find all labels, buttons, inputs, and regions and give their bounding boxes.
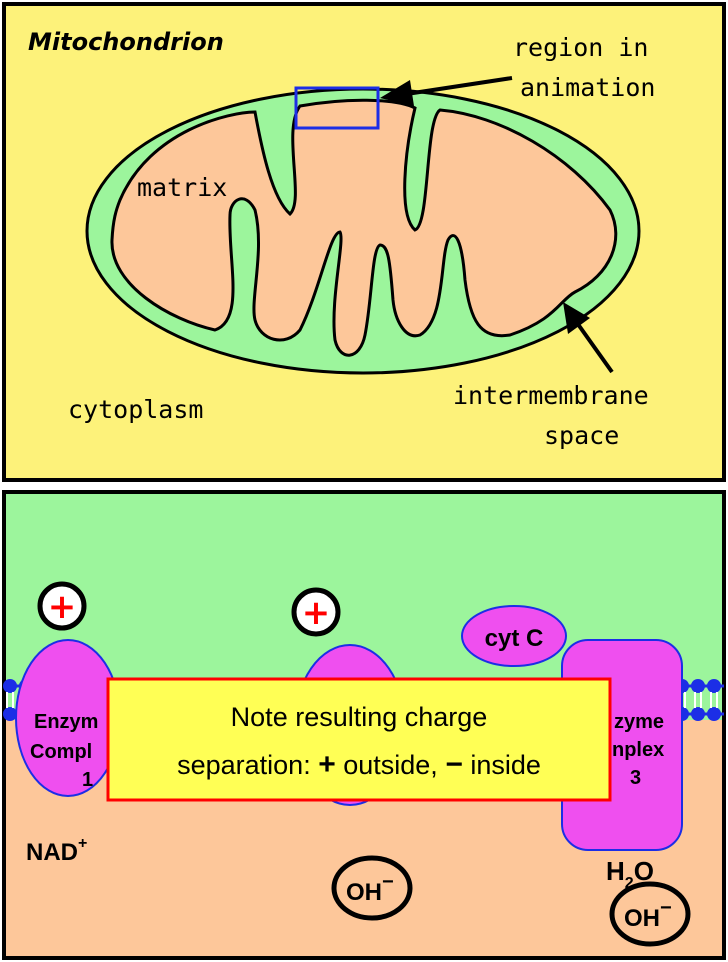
phospholipid-head	[707, 707, 721, 721]
enzyme-3-label-line3: 3	[630, 767, 641, 789]
cytochrome-c-label: cyt C	[485, 625, 544, 652]
phospholipid-head	[691, 679, 705, 693]
matrix-label: matrix	[137, 173, 227, 202]
enzyme-1-label-line2: Compl	[30, 741, 92, 763]
region-label-line2: animation	[520, 73, 655, 102]
note-box	[108, 679, 610, 800]
charge-separation-note: Note resulting charge separation: + outs…	[108, 679, 610, 800]
membrane-animation-panel: cyt C Enzym Compl 1 zyme nplex 3 + + NAD…	[3, 492, 724, 958]
region-label-line1: region in	[513, 33, 648, 62]
enzyme-3-label-line2: nplex	[612, 739, 664, 761]
panel-title: Mitochondrion	[28, 28, 224, 56]
cytoplasm-label: cytoplasm	[68, 395, 203, 424]
note-line-2: separation: + outside, − inside	[177, 748, 541, 781]
mitochondrion-panel: Mitochondrion region in animation matrix…	[4, 4, 724, 480]
proton-1: +	[40, 584, 84, 628]
phospholipid-head	[3, 679, 17, 693]
note-line-1: Note resulting charge	[231, 702, 488, 732]
phospholipid-head	[707, 679, 721, 693]
phospholipid-head	[691, 707, 705, 721]
phospholipid-head	[3, 707, 17, 721]
intermembrane-label-line2: space	[544, 421, 619, 450]
enzyme-1-label-line3: 1	[82, 769, 93, 791]
enzyme-3-label-line1: zyme	[614, 711, 664, 733]
proton-2-sign: +	[302, 593, 331, 633]
proton-1-sign: +	[48, 587, 77, 627]
proton-2: +	[294, 590, 338, 634]
intermembrane-label-line1: intermembrane	[453, 381, 649, 410]
enzyme-1-label-line1: Enzym	[34, 711, 98, 733]
